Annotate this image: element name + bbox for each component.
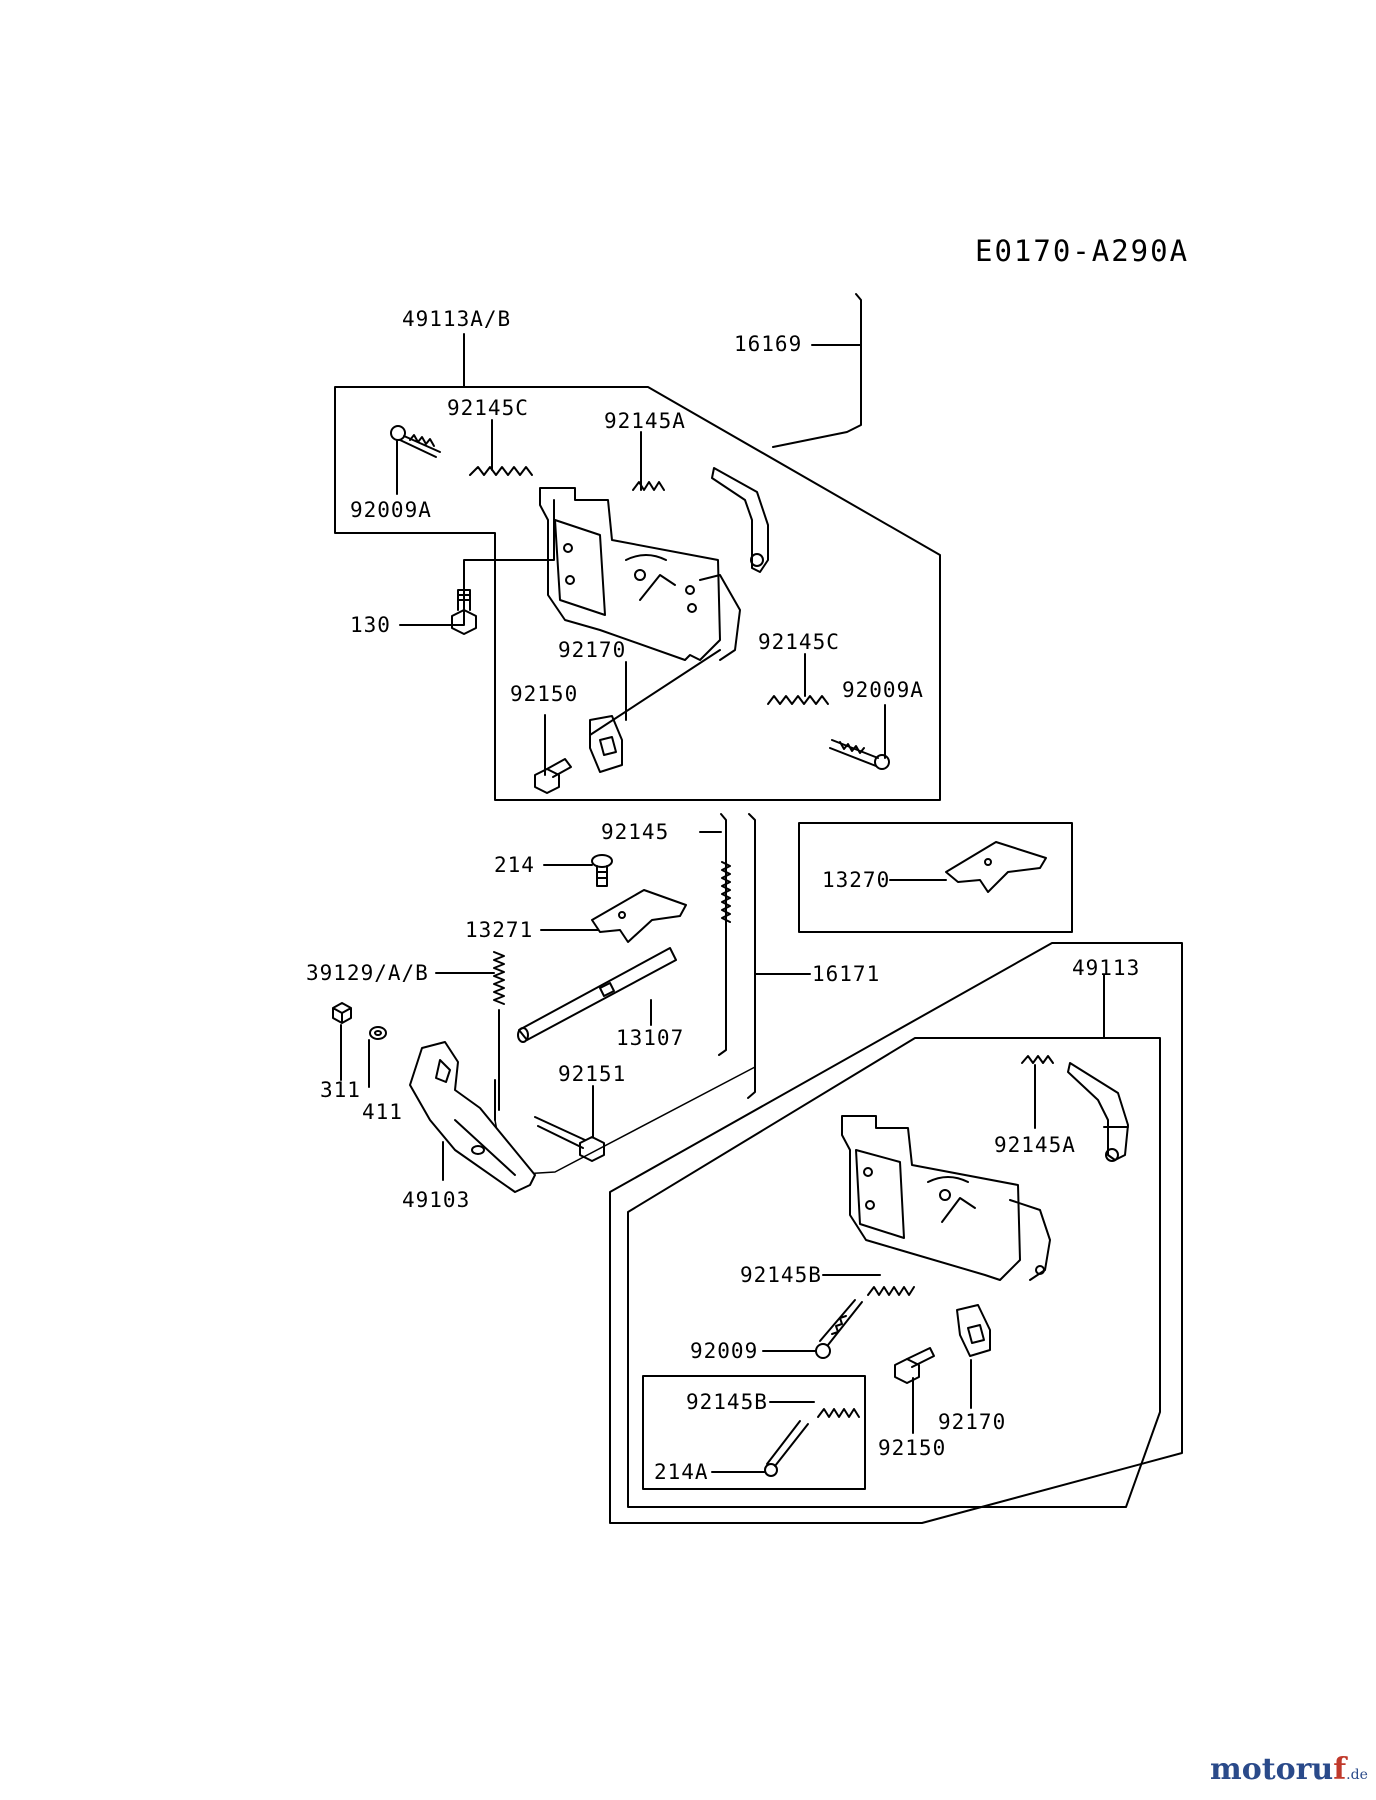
spring-92145c-top	[469, 466, 533, 476]
nut-311	[332, 1002, 352, 1024]
part-label-49103: 49103	[402, 1188, 471, 1212]
part-label-92151: 92151	[558, 1062, 627, 1086]
part-label-13107: 13107	[616, 1026, 685, 1050]
part-label-16169: 16169	[734, 332, 803, 356]
control-plate-bot	[841, 1115, 1051, 1281]
control-plate-top	[539, 487, 741, 661]
part-label-92145b-box: 92145B	[686, 1390, 768, 1414]
spring-92145c-mid	[767, 695, 829, 705]
lever-bot	[1067, 1062, 1129, 1162]
spring-92145b-box	[817, 1408, 860, 1418]
spring-92145a-top	[632, 481, 665, 491]
part-label-92170-bot: 92170	[938, 1410, 1007, 1434]
rod-16169	[772, 293, 862, 448]
screw-214a	[764, 1420, 809, 1477]
part-label-13271: 13271	[465, 918, 534, 942]
washer-411	[369, 1026, 387, 1040]
leader-lines	[340, 333, 1129, 1473]
part-label-49113ab: 49113A/B	[402, 307, 512, 331]
part-label-92145-mid: 92145	[601, 820, 670, 844]
group-outline-49113-outer	[609, 942, 1183, 1524]
plate-13271	[591, 889, 687, 943]
part-label-13270: 13270	[822, 868, 891, 892]
lever-49103	[409, 1041, 536, 1193]
watermark-main: motoru	[1210, 1752, 1334, 1787]
part-label-92170-top: 92170	[558, 638, 627, 662]
watermark-logo: motoruf.de	[1210, 1755, 1368, 1785]
part-label-311: 311	[320, 1078, 361, 1102]
part-label-411: 411	[362, 1100, 403, 1124]
part-label-92009a-mid: 92009A	[842, 678, 924, 702]
bolt-92150-top	[534, 758, 572, 794]
part-label-92150-top: 92150	[510, 682, 579, 706]
rod-92145	[718, 813, 727, 1056]
watermark-tld: .de	[1346, 1767, 1368, 1783]
group-outline-214a	[642, 1375, 866, 1490]
screw-214	[591, 854, 613, 887]
spring-92145b-mid	[867, 1286, 915, 1296]
part-label-92145c-top: 92145C	[447, 396, 529, 420]
part-label-92145c-mid: 92145C	[758, 630, 840, 654]
part-label-92145a-top: 92145A	[604, 409, 686, 433]
screw-92009a-mid	[829, 739, 890, 770]
part-label-130: 130	[350, 613, 391, 637]
watermark-accent: f	[1333, 1752, 1347, 1787]
group-outline-49113ab	[334, 386, 941, 801]
part-label-92009-bot: 92009	[690, 1339, 759, 1363]
group-outline-49113-inner	[627, 1037, 1161, 1508]
part-label-49113: 49113	[1072, 956, 1141, 980]
bolt-92150-bot	[894, 1347, 935, 1384]
screw-92009a-top	[390, 425, 441, 458]
spring-92145-mid	[721, 861, 731, 923]
part-label-39129ab: 39129/A/B	[306, 961, 429, 985]
clip-92170-bot	[956, 1304, 991, 1357]
screw-92009-bot	[815, 1299, 863, 1359]
part-label-16171: 16171	[812, 962, 881, 986]
clip-92170-top	[589, 715, 623, 773]
part-label-92145a-bot: 92145A	[994, 1133, 1076, 1157]
spring-39129	[493, 951, 505, 1111]
shaft-13107	[517, 947, 677, 1043]
plate-13270	[945, 841, 1047, 893]
group-outline-13270	[798, 822, 1073, 933]
part-label-92150-bot: 92150	[878, 1436, 947, 1460]
part-label-214a: 214A	[654, 1460, 709, 1484]
part-label-214: 214	[494, 853, 535, 877]
diagram-code: E0170-A290A	[975, 234, 1190, 268]
part-label-92009a-top: 92009A	[350, 498, 432, 522]
lever-16169-top	[711, 467, 769, 573]
rod-16171	[747, 813, 756, 1099]
part-label-92145b-mid: 92145B	[740, 1263, 822, 1287]
spring-92145a-bot	[1021, 1055, 1054, 1064]
